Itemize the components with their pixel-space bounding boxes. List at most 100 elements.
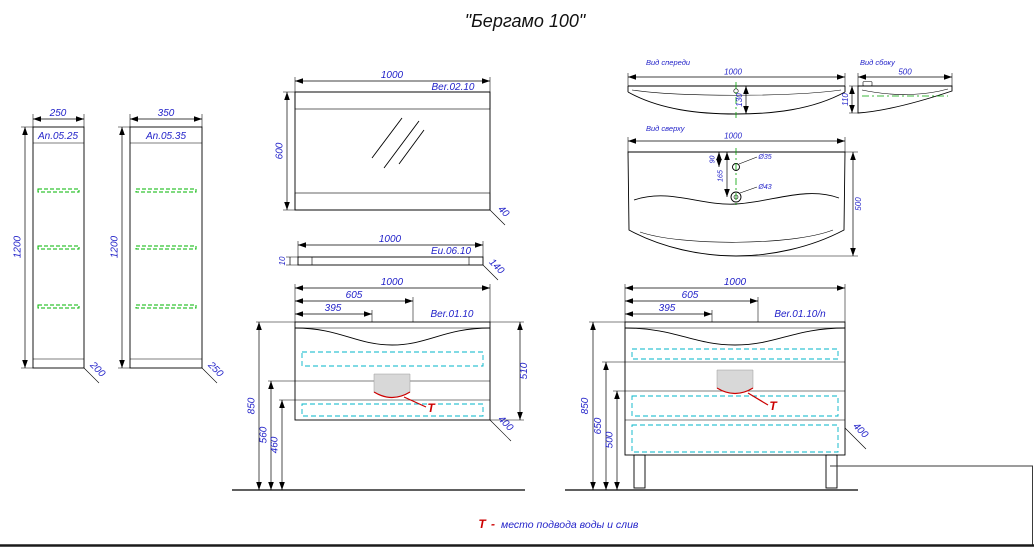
shelf-dashed <box>135 245 197 250</box>
depth-dimension: 140 <box>486 257 506 277</box>
faucet-hole-dim: Ø35 <box>757 154 771 161</box>
extension-lines <box>736 151 858 257</box>
height-dimension: 510 <box>519 362 530 379</box>
basin-profile <box>857 85 953 114</box>
vanity-floor-standing: 1000 605 395 Ber.01.10/n Т 850 650 500 4… <box>565 277 870 491</box>
width-dimension: 1000 <box>724 132 742 141</box>
drawer-inner-top <box>301 351 484 367</box>
shelf-dashed <box>37 188 80 193</box>
legend-separator: - <box>491 517 495 531</box>
legend-text: место подвода воды и слив <box>501 519 639 531</box>
drawer-inner-bottom <box>301 403 484 417</box>
cabinet-code: An.05.25 <box>37 131 78 142</box>
dim-560: 560 <box>259 426 270 443</box>
dim-500: 500 <box>605 431 616 448</box>
depth-leader <box>201 367 218 384</box>
extension-lines <box>589 321 625 392</box>
height-dimension: 1200 <box>13 235 24 258</box>
leg-right <box>825 454 838 489</box>
tall-cabinet-2: 350 An.05.35 1200 250 <box>110 108 226 384</box>
cabinet-body <box>129 126 203 369</box>
cabinet-body <box>32 126 85 369</box>
faucet-leader <box>738 156 758 165</box>
water-point-marker: Т <box>769 399 778 413</box>
depth-leader <box>489 419 512 442</box>
basin-outline <box>627 85 846 115</box>
washbasin-top-view: Вид сверху 1000 Ø35 Ø43 90 165 500 <box>627 124 863 257</box>
mirror-top-band <box>294 91 491 110</box>
height-dimension: 1200 <box>110 235 121 258</box>
width-dimension: 500 <box>898 68 912 77</box>
basin-front-curve <box>624 327 846 346</box>
glass-shelf: 1000 Eu.06.10 10 140 <box>278 234 506 281</box>
view-label: Вид спереди <box>646 58 691 67</box>
dim-395: 395 <box>659 303 676 314</box>
extension-lines <box>849 85 858 114</box>
tall-cabinet-1: 250 An.05.25 1200 200 <box>13 108 107 384</box>
depth-dimension: 500 <box>854 197 863 211</box>
shelf-dashed <box>37 245 80 250</box>
siphon-cutout <box>373 373 411 398</box>
depth-leader <box>489 209 506 226</box>
depth-leader <box>482 264 499 281</box>
panel-lines <box>130 142 202 360</box>
shelf-dashed <box>135 188 197 193</box>
width-dimension: 1000 <box>724 68 742 77</box>
legend-marker: Т <box>478 517 487 531</box>
cabinet-body <box>294 321 491 421</box>
water-point-marker: Т <box>427 401 436 415</box>
frame-lines <box>0 465 1034 547</box>
panel-lines <box>33 142 84 360</box>
drain-hole <box>730 191 742 203</box>
shelf-dashed <box>135 304 197 309</box>
depth-dimension: 400 <box>495 414 515 434</box>
drain-hole-dim: Ø43 <box>757 184 771 191</box>
dim-605: 605 <box>346 290 363 301</box>
mirror-code: Ber.02.10 <box>432 82 475 93</box>
width-dimension: 350 <box>158 108 175 119</box>
shelf-dashed <box>37 304 80 309</box>
t-leader <box>403 396 427 408</box>
depth-leader <box>83 367 100 384</box>
shelf-code: Eu.06.10 <box>431 246 471 257</box>
siphon-red-curve <box>716 387 754 395</box>
width-dimension: 250 <box>49 108 67 119</box>
vanity-code: Ber.01.10/n <box>774 309 826 320</box>
vanity-wall-hung: 1000 605 395 Ber.01.10 Т 510 850 560 460… <box>232 277 530 491</box>
thickness-dimension: 10 <box>278 256 287 265</box>
height-dimension: 130 <box>735 93 744 107</box>
view-label: Вид сбоку <box>860 58 896 67</box>
width-dimension: 1000 <box>381 70 404 81</box>
washbasin-side-view: Вид сбоку 500 110 <box>841 58 953 114</box>
dim-605: 605 <box>682 290 699 301</box>
basin-bottom-curve <box>639 229 834 243</box>
dim-395: 395 <box>325 303 342 314</box>
depth-leader <box>844 427 867 450</box>
t-leader <box>747 392 769 406</box>
drawer-inner-top <box>631 348 839 360</box>
height-dimension: 600 <box>275 142 286 159</box>
mount-height: 850 <box>247 397 258 414</box>
dim-650: 650 <box>593 417 604 434</box>
faucet-area <box>862 81 873 87</box>
drain-leader <box>739 186 758 194</box>
depth-dimension: 250 <box>205 359 226 380</box>
dim-460: 460 <box>270 436 281 453</box>
leg-left <box>633 454 646 489</box>
siphon-red-curve <box>373 391 411 399</box>
page-title: "Бергамо 100" <box>465 11 587 31</box>
siphon-cutout <box>716 369 754 394</box>
width-dimension: 1000 <box>379 234 402 245</box>
drawer-inner-bottom <box>631 424 839 453</box>
basin-inner-line <box>631 89 842 96</box>
height-dimension: 110 <box>841 93 850 106</box>
extension-lines <box>256 321 295 401</box>
mirror-body <box>294 91 491 211</box>
drawer-inner-middle <box>631 395 839 417</box>
extension-lines <box>286 256 298 266</box>
width-dimension: 1000 <box>381 277 404 288</box>
mirror-glint-lines <box>371 117 425 169</box>
dim-165: 165 <box>718 170 725 182</box>
